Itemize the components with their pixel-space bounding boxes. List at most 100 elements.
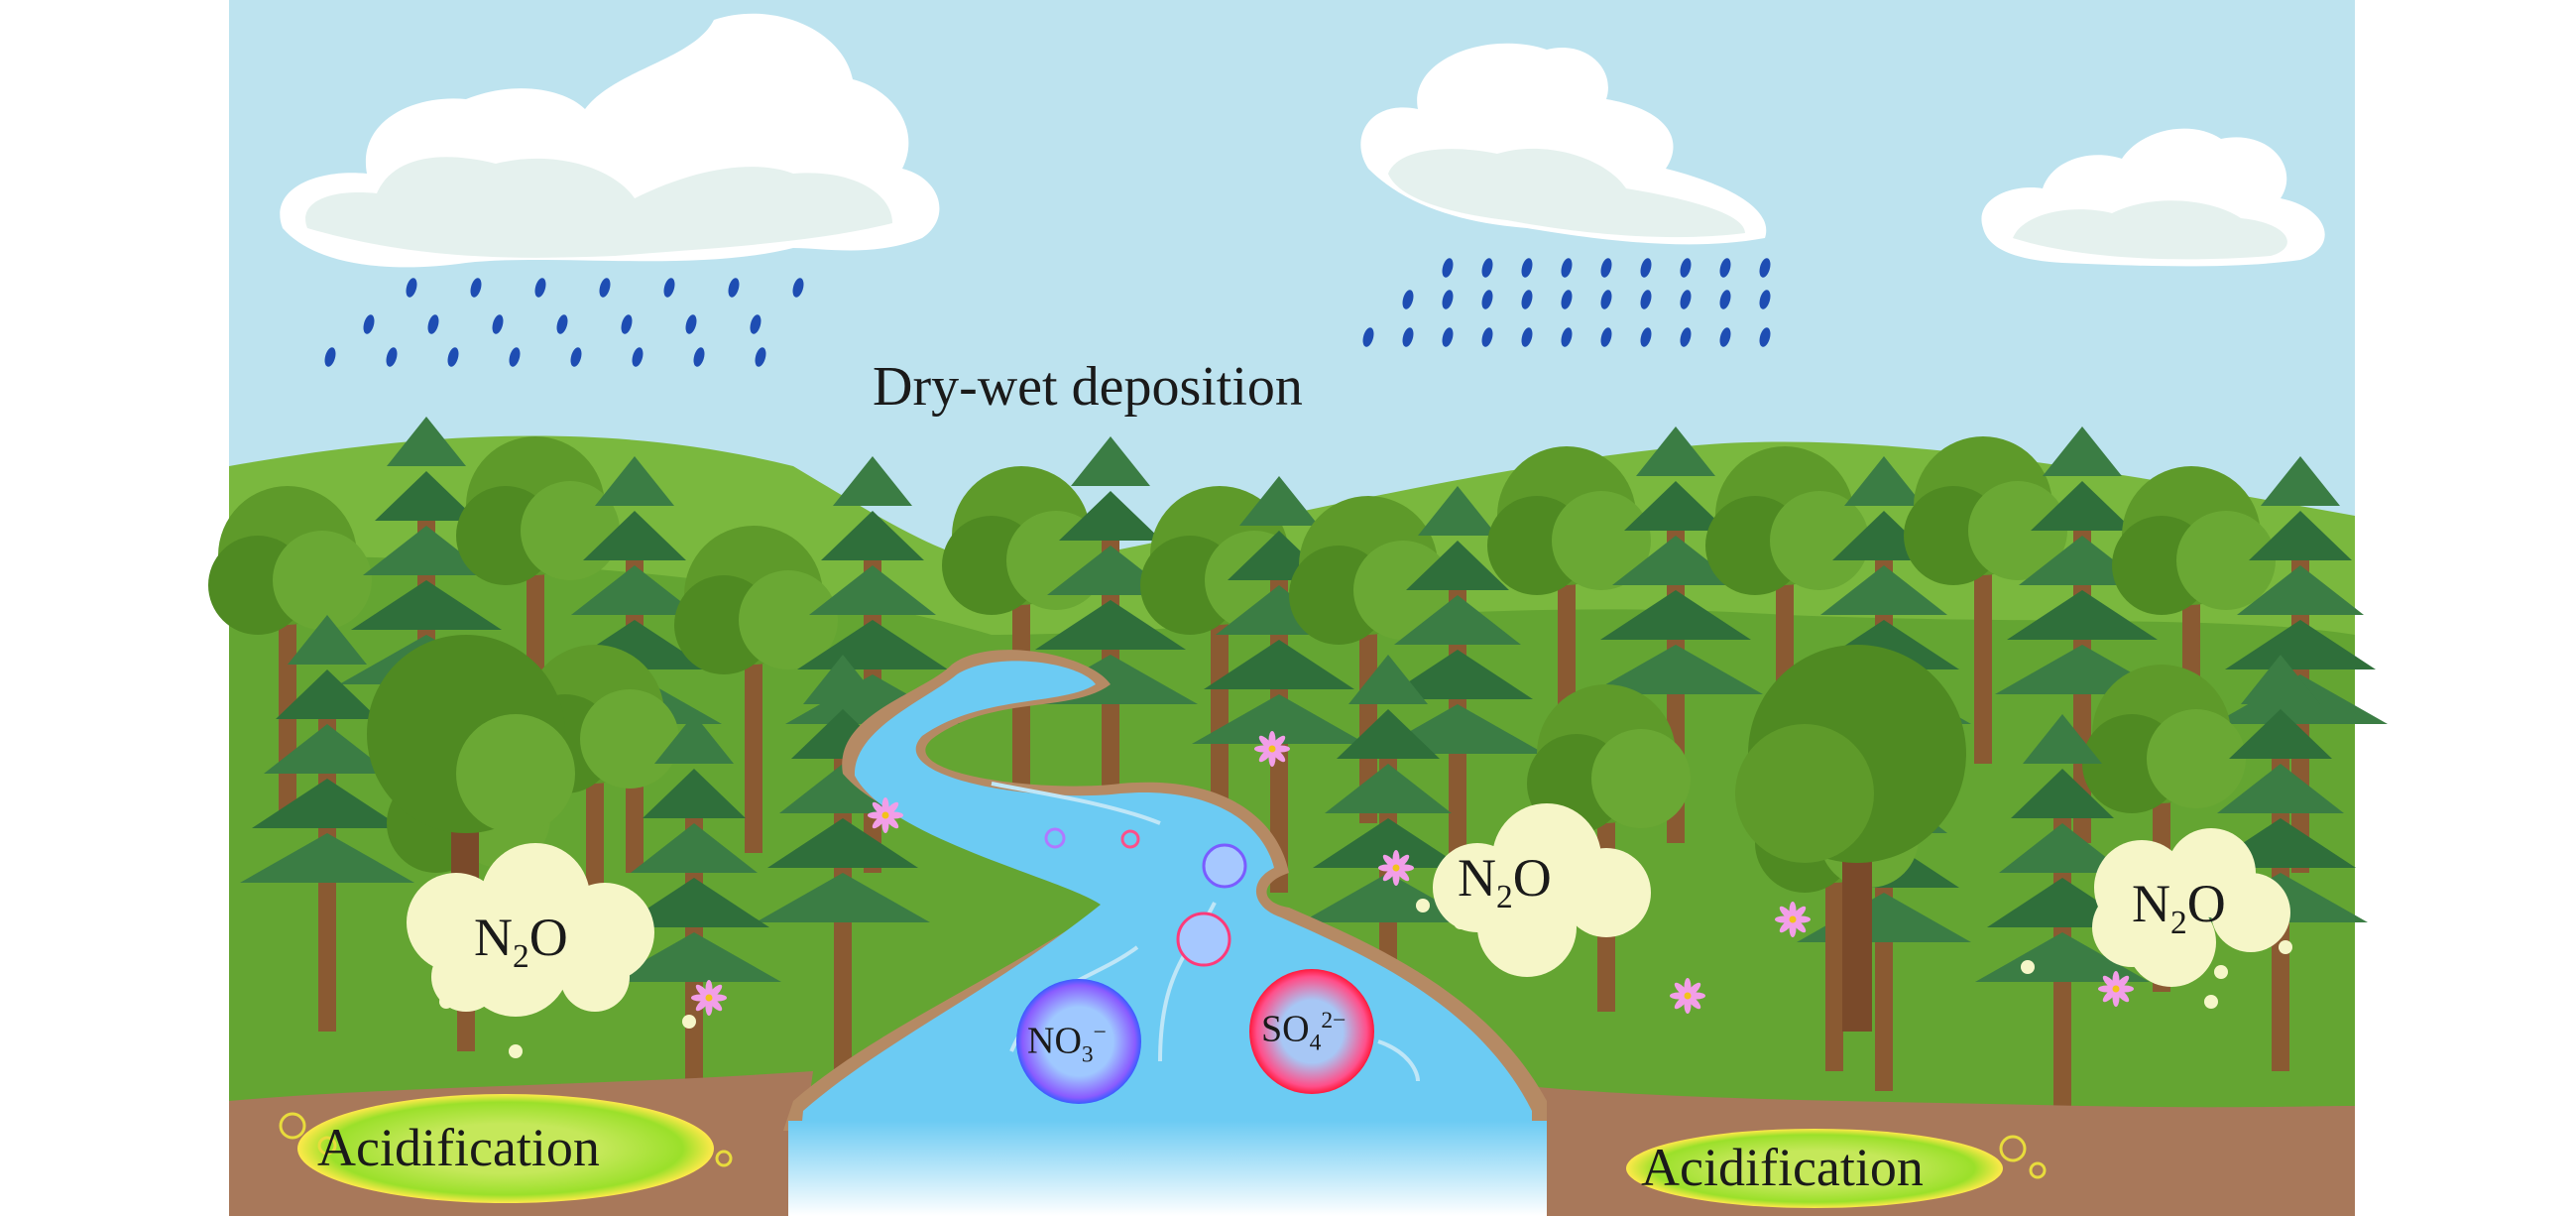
rain-drop — [1481, 290, 1493, 309]
rain-drop — [1719, 258, 1731, 278]
pine-tree — [607, 714, 781, 1131]
rain-drop — [632, 347, 644, 367]
rain-drop — [755, 347, 766, 367]
nitrate-label: NO3− — [1027, 1020, 1107, 1068]
deciduous-tree — [1487, 446, 1651, 774]
rain-drop — [1719, 327, 1731, 347]
rain-drop — [509, 347, 521, 367]
rain-drop — [534, 278, 546, 298]
rain-drop — [570, 347, 582, 367]
river-fade — [788, 1121, 1547, 1216]
rain-drop — [1442, 258, 1454, 278]
flower — [2098, 971, 2134, 1007]
rain-drop — [1561, 290, 1573, 309]
rain-drop — [556, 314, 568, 334]
ion-sub: 3 — [1081, 1041, 1094, 1068]
rain-drop — [1481, 327, 1493, 347]
rain-drop — [792, 278, 804, 298]
rain-drop — [363, 314, 375, 334]
n2o-sub: 2 — [513, 937, 529, 975]
deciduous-tree — [1904, 436, 2067, 764]
rain-drop — [1640, 327, 1652, 347]
rain-drop — [1600, 290, 1612, 309]
n2o-cloud-left — [407, 843, 654, 1017]
acidification-patch-right — [1626, 1129, 2003, 1208]
rain-drop — [1640, 290, 1652, 309]
n2o-label-left: N2O — [474, 911, 568, 973]
pine-tree — [1370, 486, 1545, 903]
forest — [208, 417, 2388, 1131]
n2o-base: N — [2132, 874, 2170, 933]
clouds — [280, 13, 2325, 268]
rain-drop — [1680, 327, 1692, 347]
large-tree-right — [1735, 645, 1966, 1032]
flower — [1775, 902, 1811, 937]
rain-drop — [1759, 327, 1771, 347]
pollen-dot — [1454, 915, 1467, 929]
n2o-tail: O — [2186, 874, 2226, 933]
flower — [868, 797, 903, 833]
cloud-left — [280, 13, 940, 268]
deciduous-tree — [208, 486, 372, 813]
rain-drop — [1402, 327, 1414, 347]
pine-tree — [1301, 655, 1475, 1071]
rain-drop — [621, 314, 633, 334]
ion-sub: 4 — [1309, 1030, 1322, 1056]
rain-drop — [447, 347, 459, 367]
acidification-label-left: Acidification — [317, 1118, 600, 1177]
pollen-dot — [509, 1044, 523, 1058]
nitrate-bubble — [1016, 979, 1141, 1104]
acidification-patches — [297, 1094, 2003, 1208]
pollen-dot — [439, 995, 453, 1009]
ion-base: SO — [1261, 1008, 1310, 1050]
flower — [1378, 850, 1414, 886]
n2o-tail: O — [528, 908, 568, 967]
rain-drop — [1442, 327, 1454, 347]
deposition-label: Dry-wet deposition — [873, 356, 1303, 418]
pollen-dot — [2214, 965, 2228, 979]
rain-drop — [1719, 290, 1731, 309]
n2o-sub: 2 — [1496, 878, 1513, 915]
pollen-dot — [2021, 960, 2035, 974]
rain-drop — [1521, 327, 1533, 347]
rain-drop — [1759, 258, 1771, 278]
rain-drop — [1600, 327, 1612, 347]
rain-drop — [1521, 290, 1533, 309]
sulfate-bubble — [1249, 969, 1374, 1094]
rain-drop — [750, 314, 761, 334]
deciduous-tree — [1289, 496, 1453, 823]
rain-drop — [1680, 290, 1692, 309]
pollen-dot — [2279, 940, 2292, 954]
ion-charge: 2− — [1321, 1008, 1347, 1034]
rain-drop — [1759, 290, 1771, 309]
acidification-label-right: Acidification — [1641, 1138, 1924, 1197]
rain-drop — [492, 314, 504, 334]
cloud-right — [1981, 128, 2325, 267]
flowers — [439, 731, 2292, 1058]
rain-drop — [1362, 327, 1374, 347]
rain-drop — [1561, 258, 1573, 278]
n2o-sub: 2 — [2170, 904, 2187, 941]
n2o-tail: O — [1512, 848, 1552, 908]
rain-drop — [1402, 290, 1414, 309]
rain-drop — [1481, 258, 1493, 278]
pollen-dot — [682, 1015, 696, 1029]
ion-charge: − — [1093, 1020, 1107, 1045]
rain-drop — [1640, 258, 1652, 278]
rain-drop — [663, 278, 675, 298]
rain-drop — [1561, 327, 1573, 347]
n2o-label-center: N2O — [1458, 851, 1552, 913]
rain-drop — [470, 278, 482, 298]
n2o-base: N — [474, 908, 513, 967]
rain-drop — [693, 347, 705, 367]
acidification-patch-left — [297, 1094, 714, 1203]
rain-drop — [386, 347, 398, 367]
flower — [691, 980, 727, 1016]
flower — [1254, 731, 1290, 767]
pine-tree — [240, 615, 414, 1032]
n2o-label-right: N2O — [2132, 877, 2226, 939]
rain-drop — [406, 278, 417, 298]
deciduous-tree — [674, 526, 838, 853]
pollen-dot — [2204, 995, 2218, 1009]
